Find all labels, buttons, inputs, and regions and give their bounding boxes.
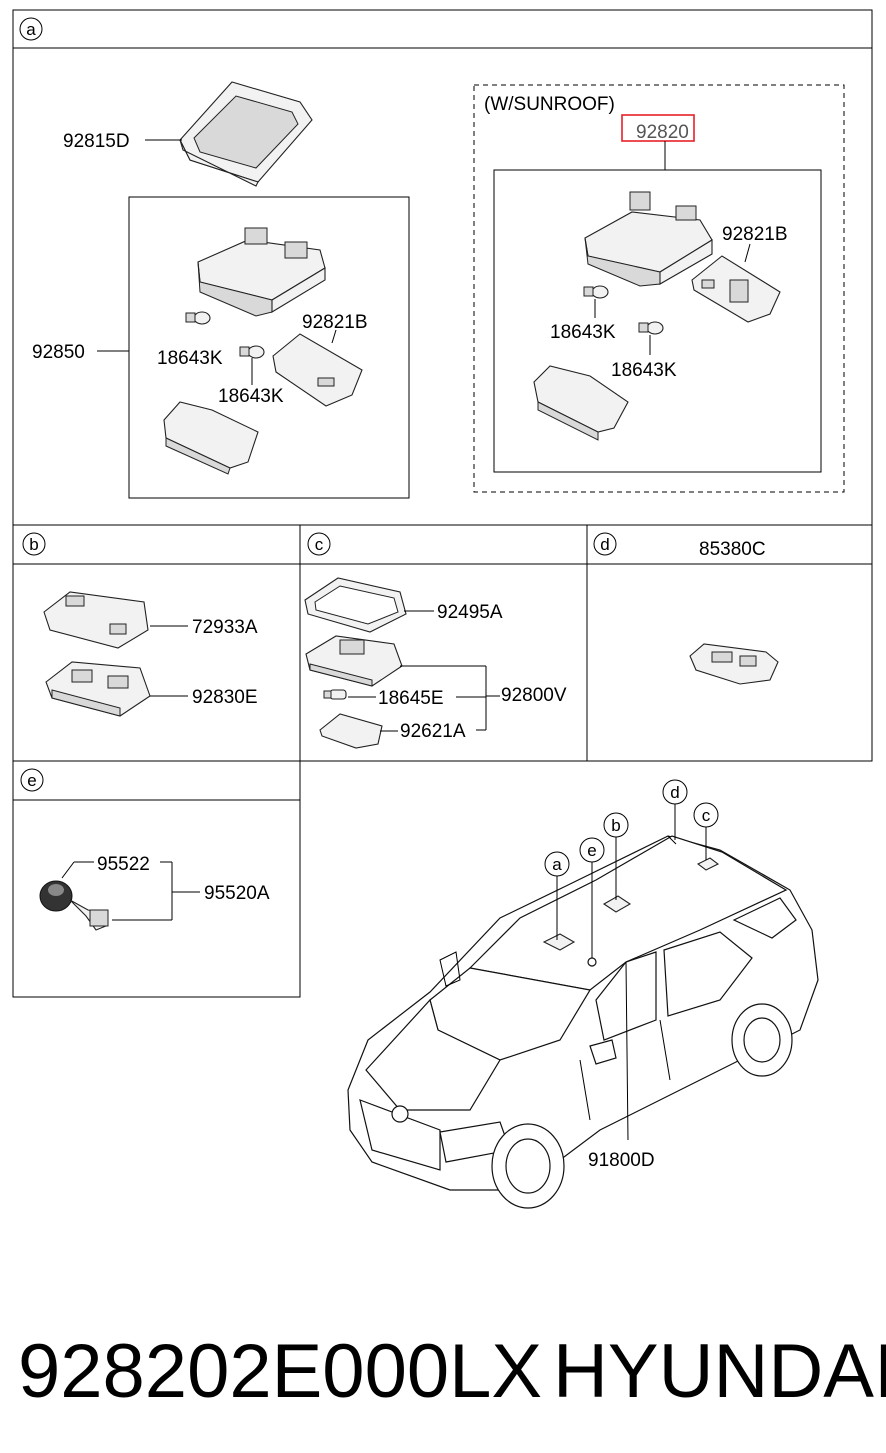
housing-92830e [45,661,151,717]
sensor-95522 [39,880,109,931]
label-92821b-1: 92821B [302,312,368,333]
callout-c: c [693,802,719,860]
label-91800d: 91800D [588,1150,655,1171]
box-92820 [493,169,822,473]
svg-text:e: e [587,841,596,860]
bulb-18643k-right [239,345,265,359]
label-72933a: 72933A [192,617,258,638]
section-c: c 92495A 92800V 18645E 92621A [299,524,588,762]
callout-b: b [603,812,629,900]
bulb-18643k-sunroof-2 [638,321,664,335]
lens-92821b-a [272,333,363,407]
section-a-marker [19,17,43,41]
lamp-85380c [689,643,779,685]
label-18643k-3: 18643K [550,322,616,343]
svg-text:c: c [702,806,711,825]
cover-72933a [43,591,149,649]
label-92820: 92820 [636,122,689,143]
lamp-body-lower [163,401,259,475]
label-95522: 95522 [97,854,150,875]
room-lamp-housing [197,227,326,317]
label-18643k-1: 18643K [157,348,223,369]
label-95520a: 95520A [204,883,270,904]
lens-92821b-sunroof [691,255,781,323]
section-d: d 85380C [586,524,873,762]
sunroof-box [473,84,845,493]
label-92815d: 92815D [63,131,130,152]
callout-e: e [579,837,605,958]
section-d-frame [586,524,873,762]
label-92621a: 92621A [400,721,466,742]
label-92830e: 92830E [192,687,258,708]
callout-a: a [544,851,570,940]
lamp-assembly-92800v [305,635,403,687]
footer-part-number: 928202E000LX [18,1329,542,1414]
highlight-box-92820 [621,114,695,142]
label-92800v: 92800V [501,685,567,706]
label-18645e: 18645E [378,688,444,709]
callout-d: d [662,779,688,840]
label-85380c: 85380C [699,539,766,560]
sunroof-lamp-body [533,365,629,441]
sunroof-lamp-housing [584,191,713,287]
section-e-letter: e [27,771,36,790]
svg-text:b: b [611,816,620,835]
label-18643k-2: 18643K [218,386,284,407]
bulb-18643k-sunroof-1 [583,285,609,299]
label-92495a: 92495A [437,602,503,623]
gasket-92495a [304,577,407,633]
footer-brand: HYUNDAI [553,1329,886,1414]
section-e: e 95522 95520A [12,760,301,998]
section-c-letter: c [315,535,324,554]
section-e-frame [12,760,301,998]
svg-text:a: a [552,855,562,874]
section-a-frame [12,9,873,526]
svg-text:d: d [670,783,679,802]
section-d-letter: d [600,535,609,554]
bulb-18645e [323,689,347,700]
bulb-18643k-left [185,311,211,325]
section-b: b 72933A 92830E [12,524,301,762]
sunroof-note: (W/SUNROOF) [484,94,615,115]
label-18643k-4: 18643K [611,360,677,381]
section-b-letter: b [29,535,38,554]
label-92850: 92850 [32,342,85,363]
label-92821b-2: 92821B [722,224,788,245]
lens-92621a [319,713,383,749]
vehicle-illustration [347,835,819,1209]
section-b-frame [12,524,301,762]
lens-cover-92815d [179,81,313,187]
box-92850 [128,196,410,499]
wire-91800d [625,961,629,1141]
section-a: a 92815D 92850 18643K 18643 [12,9,873,526]
section-a-letter: a [26,20,36,39]
